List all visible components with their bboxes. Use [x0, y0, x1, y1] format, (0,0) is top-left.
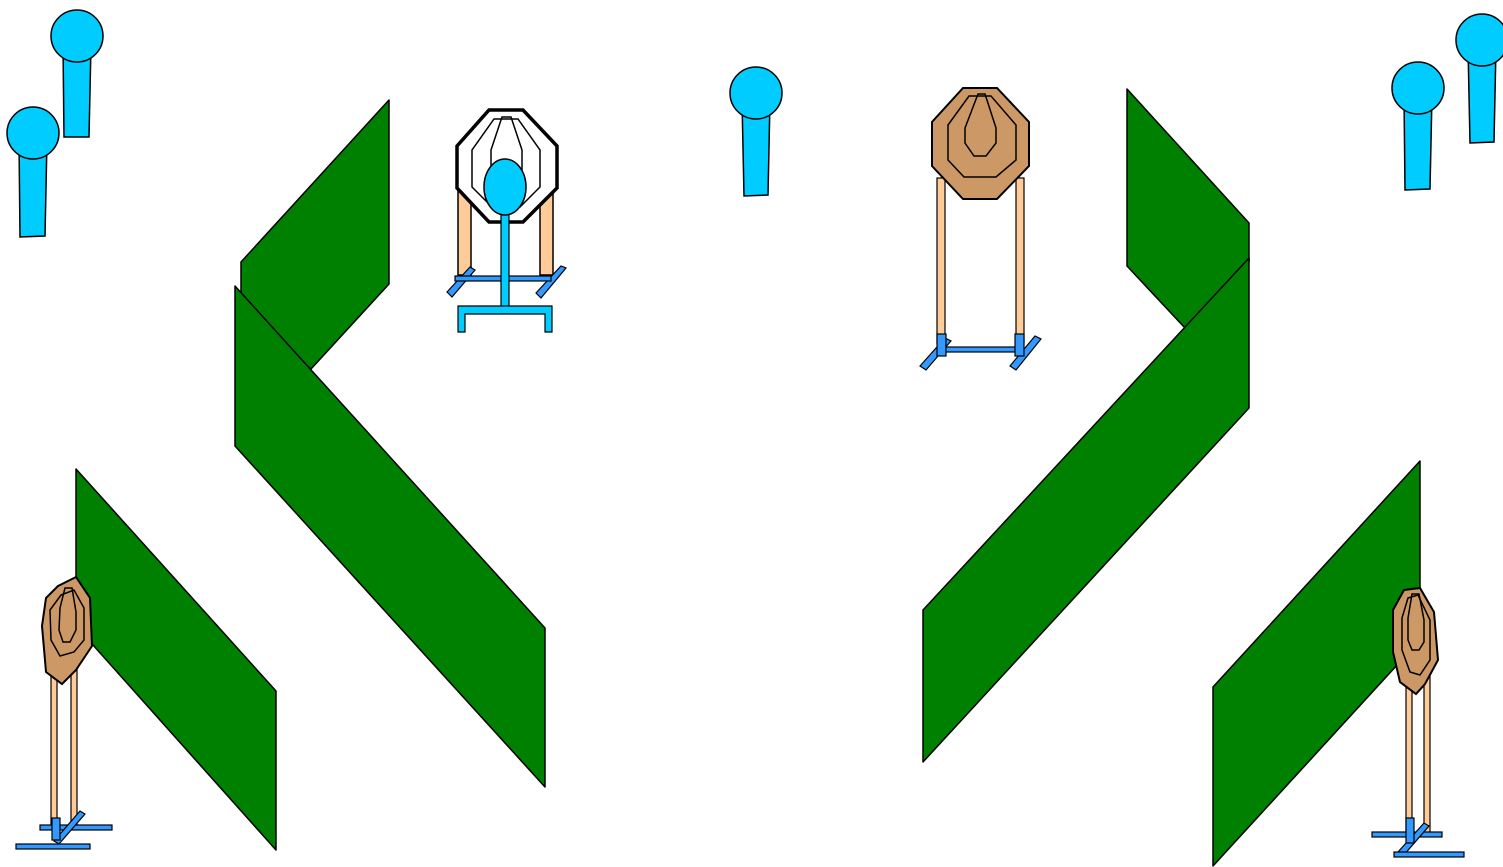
poppers	[6, 9, 1503, 238]
popper-target	[729, 66, 783, 197]
paper-target	[15, 575, 113, 850]
paper-target	[919, 87, 1042, 371]
paper-target	[1371, 586, 1465, 858]
wall-right-long	[922, 257, 1250, 763]
wall-left-lower	[75, 468, 277, 851]
walls	[75, 88, 1421, 867]
popper-target	[1455, 13, 1503, 144]
popper-target	[1391, 61, 1445, 191]
wall-right-lower	[1212, 460, 1421, 867]
wall-left-long	[234, 285, 546, 788]
popper-target	[50, 9, 104, 138]
popper-on-stand	[457, 158, 553, 333]
popper-target	[6, 106, 60, 238]
